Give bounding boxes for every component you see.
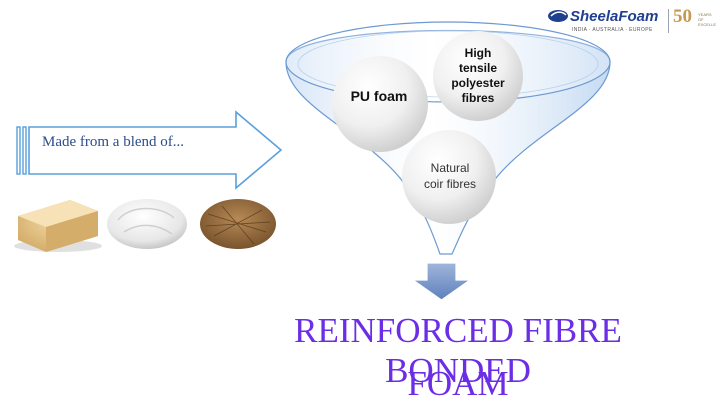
coir-fibre-sample: [200, 199, 276, 249]
logo-anniversary-text: YEARS OF EXCELLENCE: [698, 12, 716, 27]
polyester-line: polyester: [451, 76, 505, 90]
pu-foam-sphere: [332, 56, 428, 152]
logo-regions: INDIA · AUSTRALIA · EUROPE: [572, 27, 653, 33]
logo-anniversary-number: 50: [673, 6, 692, 27]
polyester-line: High: [464, 46, 492, 60]
pu-foam-label: PU foam: [350, 88, 408, 104]
coir-sphere: [402, 130, 496, 224]
logo-brand: SheelaFoam: [570, 8, 659, 25]
pu-foam-sample: [14, 200, 102, 252]
result-title-line1: REINFORCED FIBRE BONDED: [294, 311, 622, 390]
logo-separator: [668, 9, 669, 33]
polyester-line: fibres: [461, 91, 495, 105]
polyester-line: tensile: [458, 61, 497, 75]
sheelafoam-logo: SheelaFoam INDIA · AUSTRALIA · EUROPE 50…: [548, 6, 716, 40]
polyester-label: High tensile polyester fibres: [436, 46, 520, 106]
coir-label: Natural coir fibres: [402, 160, 498, 192]
down-arrow-icon: [411, 262, 472, 301]
logo-mark-icon: [548, 10, 568, 22]
right-arrow-icon: [16, 110, 283, 190]
polyester-fibre-sample: [107, 199, 187, 249]
coir-line: Natural: [430, 161, 470, 175]
result-title-line2: FOAM: [407, 364, 509, 403]
arrow-label: Made from a blend of...: [42, 134, 185, 150]
coir-line: coir fibres: [423, 177, 476, 191]
polyester-sphere: [433, 31, 523, 121]
